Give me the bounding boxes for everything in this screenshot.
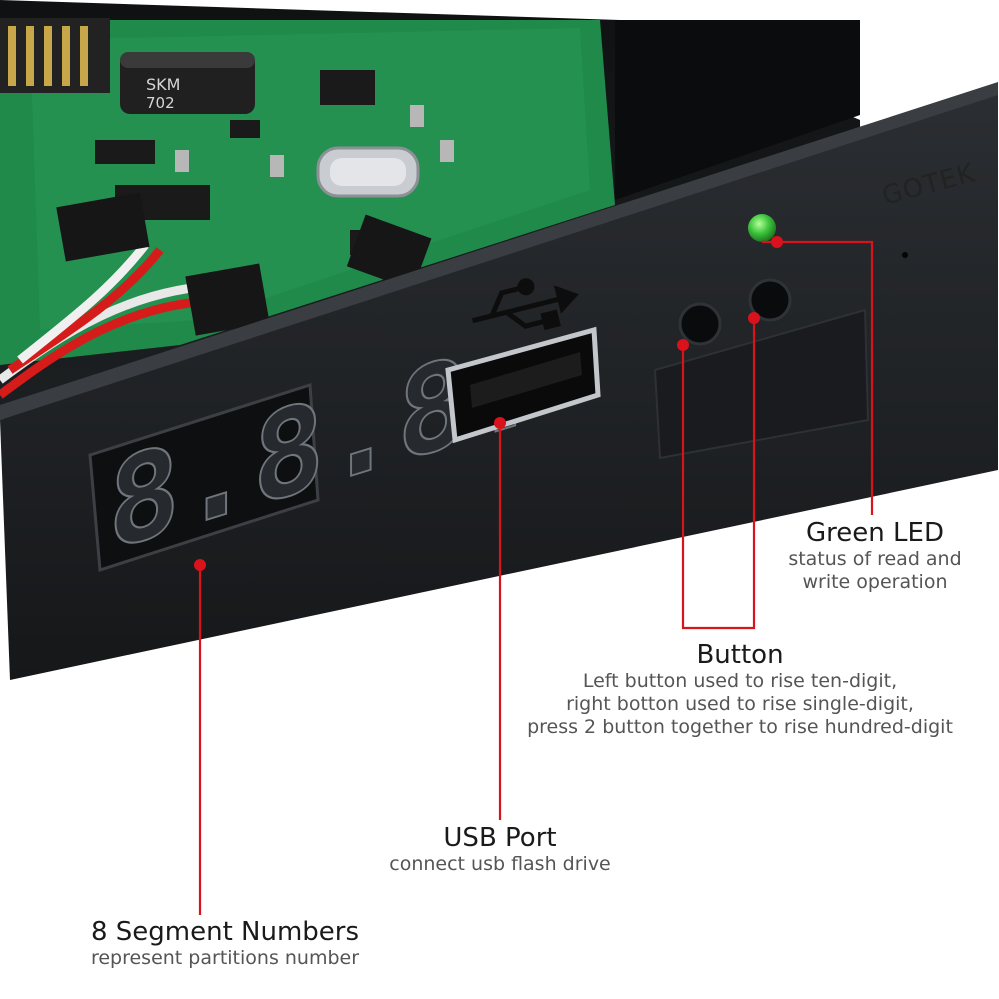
- eject-recess: [653, 308, 870, 460]
- drive-cavity: [615, 20, 860, 200]
- usb-icon: [471, 278, 579, 331]
- callout-title: Button: [696, 640, 784, 670]
- right-button: [748, 278, 792, 322]
- usb-port: [445, 326, 601, 444]
- pin-header: [0, 18, 110, 93]
- capacitor-value: 702: [146, 94, 175, 112]
- green-led: [748, 214, 776, 242]
- callout-desc-line: connect usb flash drive: [389, 853, 611, 875]
- callout-usb-port: USB Port connect usb flash drive: [330, 823, 670, 876]
- callout-lines: [198, 240, 874, 915]
- callout-desc-line: Left button used to rise ten-digit,: [582, 670, 898, 692]
- capacitor-label: SKM: [146, 75, 180, 94]
- callout-title: 8 Segment Numbers: [90, 917, 360, 947]
- callout-desc-line: status of read and: [788, 548, 962, 570]
- front-panel-top-edge: [0, 82, 998, 420]
- callout-desc-line: represent partitions number: [90, 947, 360, 969]
- ic-chips: [95, 70, 454, 255]
- callout-desc-line: press 2 button together to rise hundred-…: [527, 716, 953, 738]
- callout-green-led: Green LED status of read and write opera…: [760, 518, 990, 594]
- left-button: [678, 302, 722, 346]
- callout-desc-line: right botton used to rise single-digit,: [566, 693, 914, 715]
- callout-button: Button Left button used to rise ten-digi…: [490, 640, 990, 739]
- callout-dots: [194, 236, 783, 571]
- panel-hole: [902, 252, 908, 258]
- ribbon-cables: [0, 192, 432, 399]
- callout-segment-numbers: 8 Segment Numbers represent partitions n…: [40, 917, 410, 970]
- crystal-oscillator: [316, 146, 420, 198]
- callout-title: Green LED: [806, 518, 944, 548]
- callout-title: USB Port: [443, 823, 557, 853]
- callout-desc-line: write operation: [802, 571, 948, 593]
- capacitor: SKM 702: [120, 52, 255, 114]
